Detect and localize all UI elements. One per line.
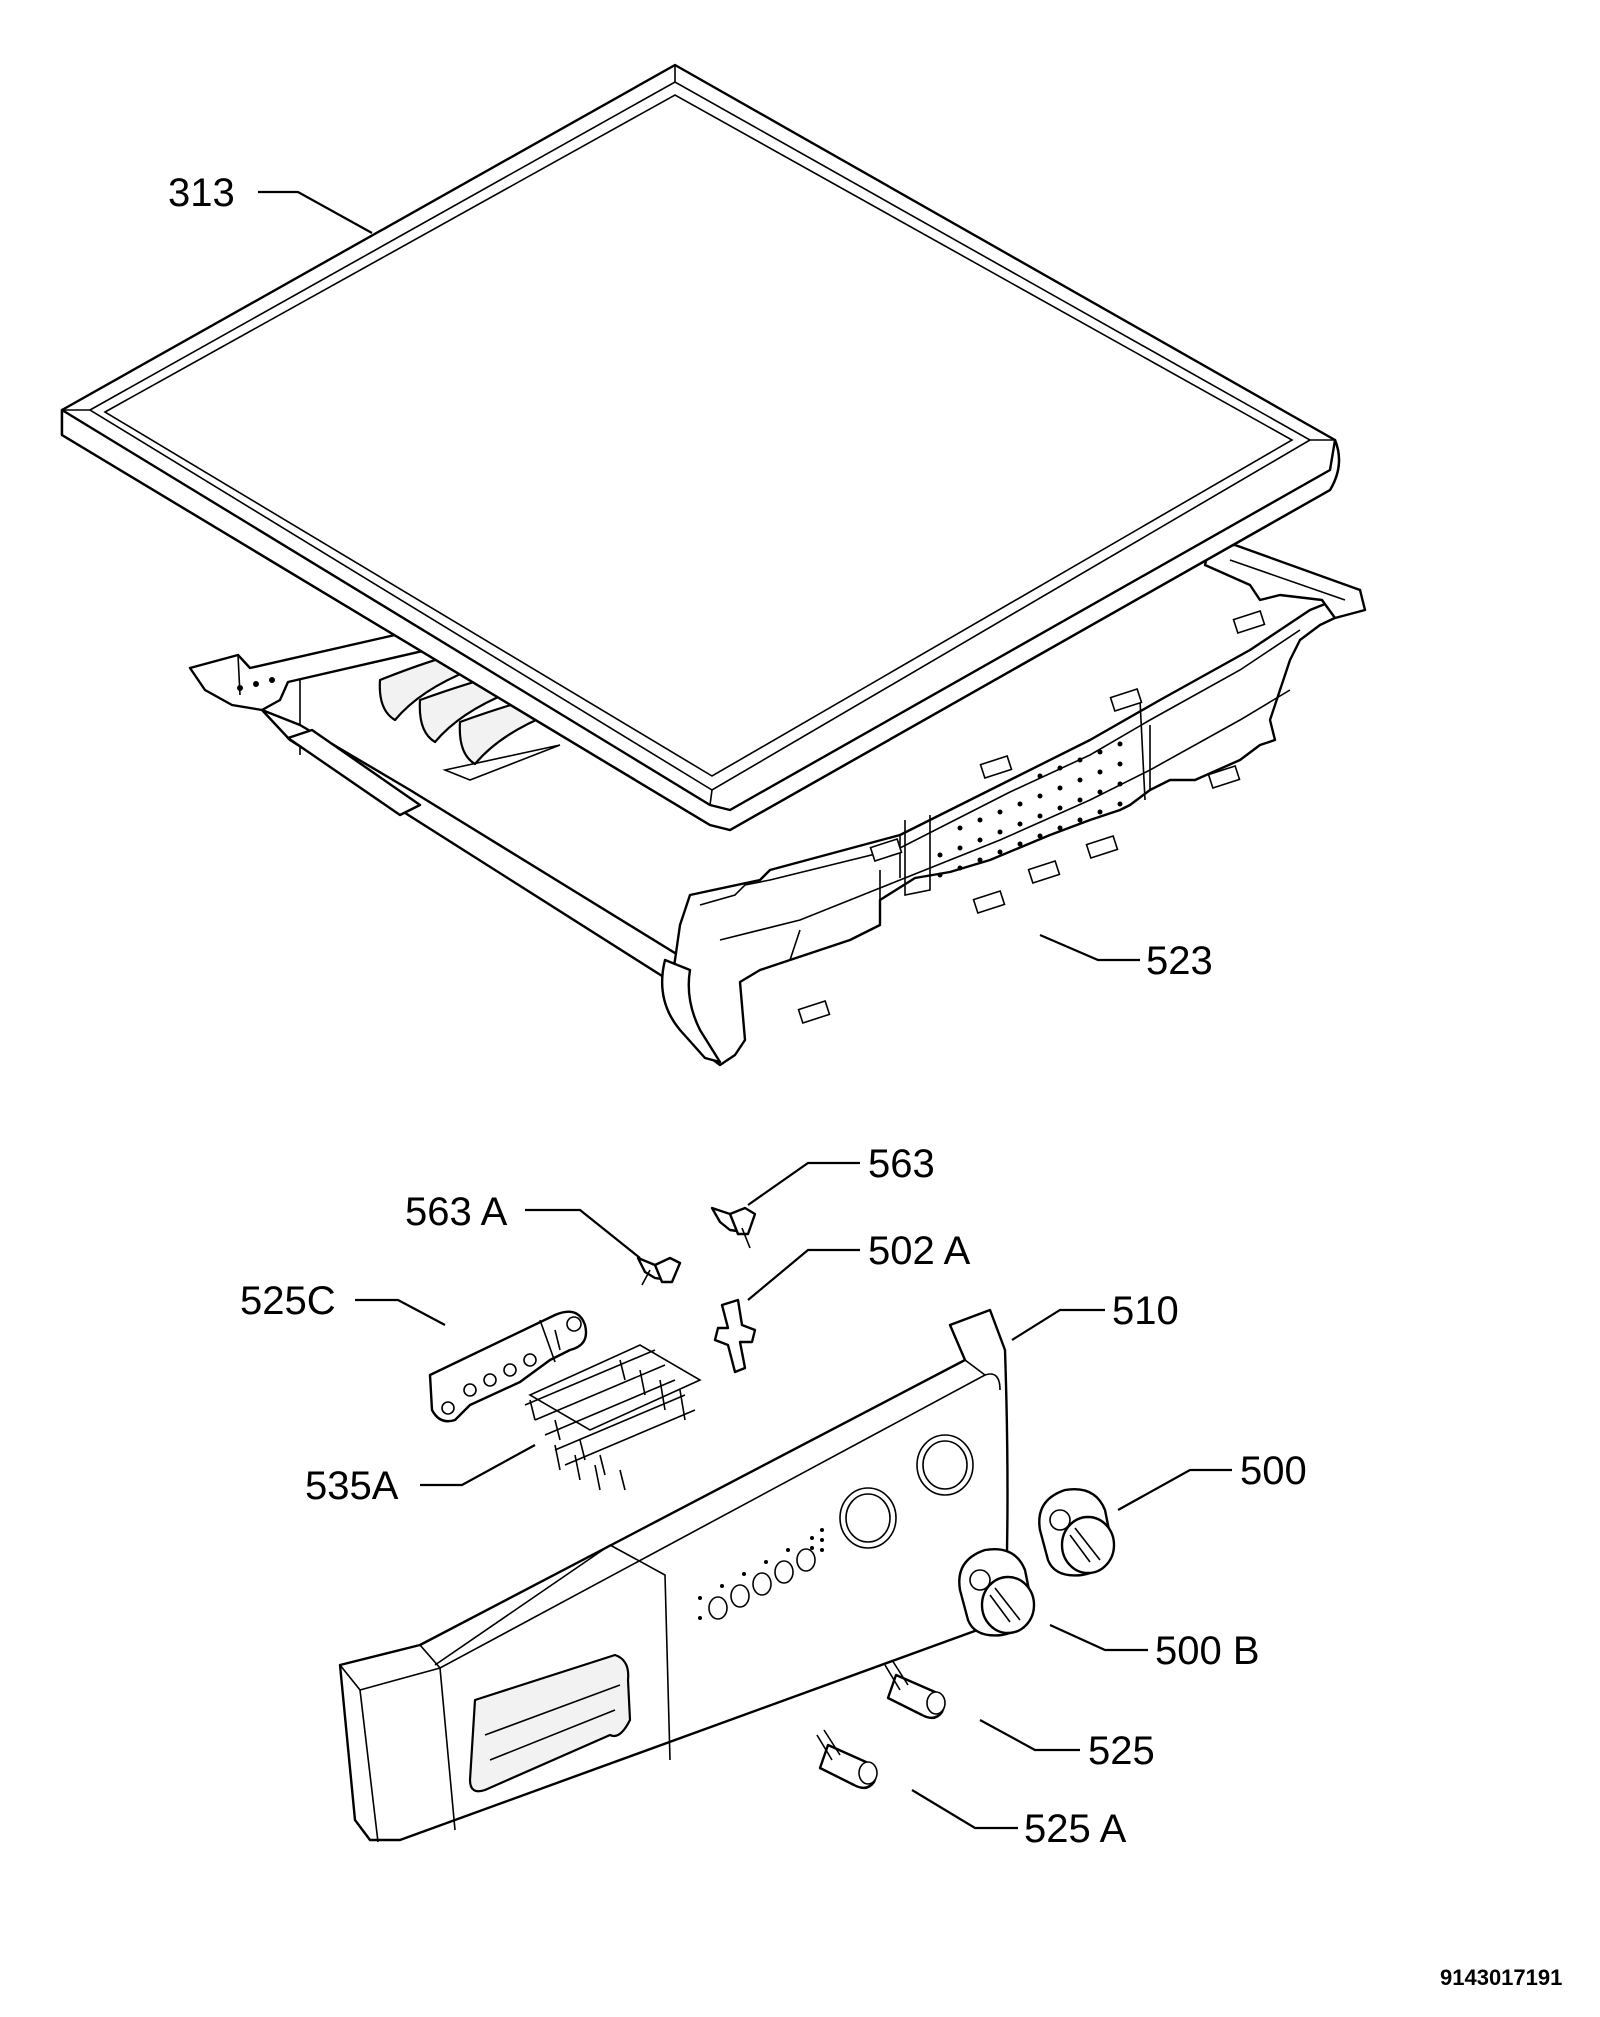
part-500-knob xyxy=(1038,1488,1116,1577)
part-313-worktop-lid xyxy=(60,63,1341,832)
part-535a-push-rods xyxy=(524,1344,702,1491)
label-563a: 563 A xyxy=(405,1190,508,1234)
label-500b: 500 B xyxy=(1155,1629,1260,1673)
part-563-pin xyxy=(710,1206,757,1249)
label-563: 563 xyxy=(868,1142,935,1186)
label-525a: 525 A xyxy=(1024,1807,1127,1851)
vent-holes xyxy=(937,741,1123,878)
part-502a-lever xyxy=(713,1298,757,1374)
part-525c-button-bracket xyxy=(428,1310,588,1423)
label-313: 313 xyxy=(168,171,235,215)
label-535a: 535A xyxy=(305,1464,399,1508)
label-502a: 502 A xyxy=(868,1229,971,1273)
label-525c: 525C xyxy=(240,1279,336,1323)
panel-knob-hole-2 xyxy=(922,1440,968,1490)
document-number: 9143017191 xyxy=(1440,1965,1562,1990)
label-523: 523 xyxy=(1146,939,1213,983)
part-500b-knob xyxy=(958,1548,1036,1637)
part-510-control-fascia xyxy=(338,1308,1009,1843)
part-525-push-pin xyxy=(884,1659,946,1720)
label-525: 525 xyxy=(1088,1729,1155,1773)
label-510: 510 xyxy=(1112,1289,1179,1333)
panel-knob-hole-1 xyxy=(845,1493,891,1543)
leader-lines xyxy=(258,190,1232,1830)
part-525a-push-pin xyxy=(816,1729,878,1790)
part-563a-pin xyxy=(636,1256,682,1286)
label-500: 500 xyxy=(1240,1449,1307,1493)
panel-push-buttons xyxy=(698,1528,824,1620)
